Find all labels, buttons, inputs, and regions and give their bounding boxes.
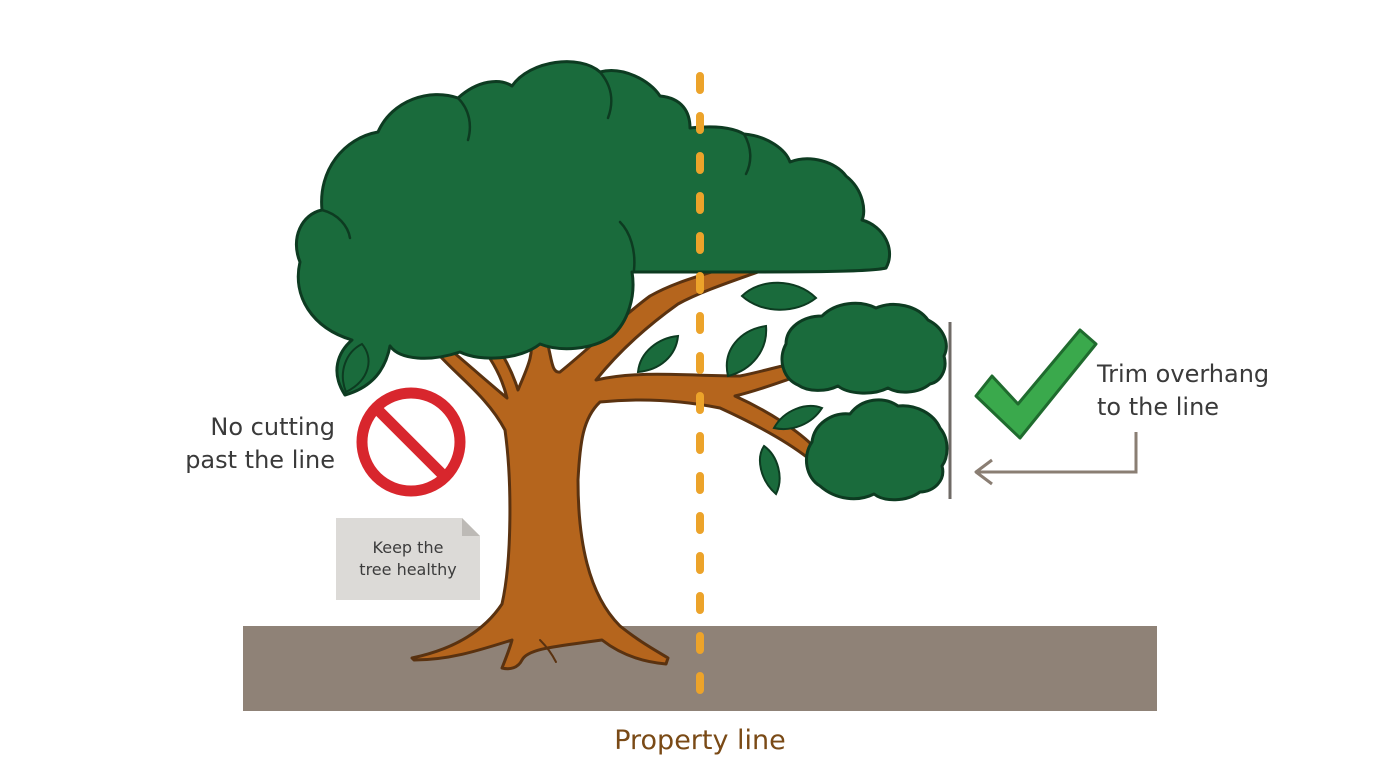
tree-canopy [294, 60, 892, 397]
note-line-1: Keep the [372, 538, 444, 557]
note-line-2: tree healthy [359, 560, 457, 579]
leaf [341, 342, 370, 394]
trim-label-line-1: Trim overhang [1097, 360, 1270, 388]
arrow-left-icon [974, 432, 1138, 486]
property-line-label: Property line [614, 725, 786, 756]
no-cutting-label: No cutting past the line [185, 411, 335, 477]
check-mark-icon [974, 328, 1098, 440]
leaf [740, 281, 818, 311]
prohibition-sign-icon [356, 387, 466, 497]
leaf [772, 405, 824, 430]
leaves [341, 281, 824, 496]
leaf [725, 324, 768, 378]
no-cutting-label-line-2: past the line [185, 446, 335, 474]
overhang-cluster-upper [780, 301, 948, 395]
note-paper [336, 518, 480, 600]
leaf [759, 444, 781, 496]
overhang-cluster-lower [804, 398, 949, 502]
tree-trunk [410, 260, 817, 671]
no-cutting-label-line-1: No cutting [210, 413, 335, 441]
keep-tree-healthy-note: Keep the tree healthy [336, 518, 480, 600]
note-page-fold [462, 518, 480, 536]
leaf [636, 334, 680, 374]
trim-overhang-label: Trim overhang to the line [1097, 358, 1269, 424]
trim-label-line-2: to the line [1097, 393, 1220, 421]
